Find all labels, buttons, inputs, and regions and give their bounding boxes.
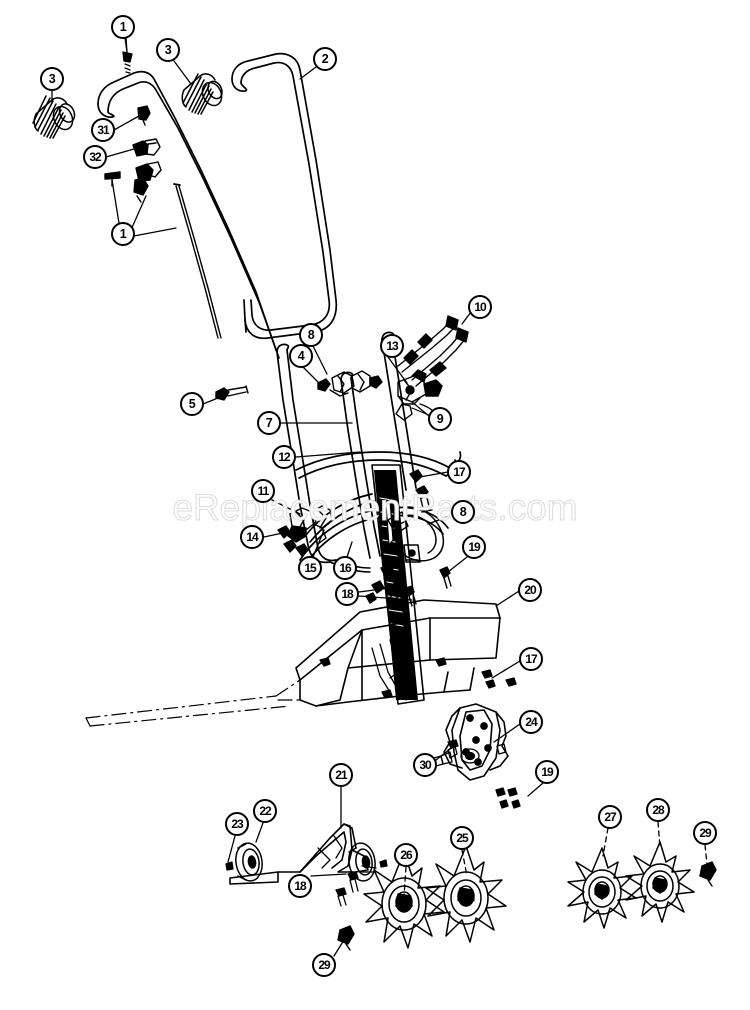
callout-label: 32 — [89, 150, 101, 164]
callout-label: 17 — [525, 652, 537, 666]
callout-7[interactable]: 7 — [257, 411, 281, 435]
callout-label: 3 — [164, 42, 172, 57]
callout-29[interactable]: 29 — [312, 953, 336, 977]
callout-label: 19 — [468, 540, 480, 554]
callout-9[interactable]: 9 — [428, 407, 452, 431]
callout-15[interactable]: 15 — [298, 556, 322, 580]
callout-23[interactable]: 23 — [225, 812, 249, 836]
callout-17[interactable]: 17 — [447, 460, 471, 484]
callout-29[interactable]: 29 — [693, 821, 717, 845]
callout-label: 16 — [339, 561, 351, 575]
callout-10[interactable]: 10 — [468, 295, 492, 319]
callout-31[interactable]: 31 — [91, 118, 115, 142]
callout-label: 21 — [335, 768, 347, 782]
callout-label: 10 — [474, 300, 486, 314]
callout-17[interactable]: 17 — [519, 647, 543, 671]
callout-16[interactable]: 16 — [333, 556, 357, 580]
callout-32[interactable]: 32 — [83, 145, 107, 169]
callout-label: 31 — [97, 123, 109, 137]
callout-28[interactable]: 28 — [646, 798, 670, 822]
callout-label: 18 — [341, 587, 353, 601]
callout-label: 25 — [456, 831, 468, 845]
callout-label: 30 — [419, 758, 431, 772]
callout-13[interactable]: 13 — [380, 334, 404, 358]
callout-20[interactable]: 20 — [518, 578, 542, 602]
callout-label: 12 — [278, 450, 290, 464]
callout-label: 2 — [321, 51, 329, 66]
callout-24[interactable]: 24 — [519, 710, 543, 734]
callout-label: 4 — [297, 348, 305, 363]
callout-label: 18 — [294, 879, 306, 893]
callout-label: 24 — [525, 715, 537, 729]
callout-14[interactable]: 14 — [240, 525, 264, 549]
callout-4[interactable]: 4 — [289, 344, 313, 368]
callout-label: 29 — [699, 826, 711, 840]
callout-label: 13 — [386, 339, 398, 353]
callout-label: 15 — [304, 561, 316, 575]
callout-18[interactable]: 18 — [288, 874, 312, 898]
callout-label: 14 — [246, 530, 258, 544]
callout-21[interactable]: 21 — [329, 763, 353, 787]
callout-label: 8 — [459, 504, 467, 519]
callout-1[interactable]: 1 — [111, 15, 135, 39]
callout-1[interactable]: 1 — [111, 222, 135, 246]
callout-8[interactable]: 8 — [451, 500, 475, 524]
callout-label: 1 — [119, 19, 127, 34]
callout-label: 29 — [318, 958, 330, 972]
callout-5[interactable]: 5 — [180, 392, 204, 416]
callout-label: 22 — [259, 804, 271, 818]
callout-label: 8 — [307, 327, 315, 342]
callout-19[interactable]: 19 — [462, 535, 486, 559]
callout-label: 27 — [604, 810, 616, 824]
callout-30[interactable]: 30 — [413, 753, 437, 777]
callout-label: 7 — [265, 415, 273, 430]
callout-3[interactable]: 3 — [40, 67, 64, 91]
callout-22[interactable]: 22 — [253, 799, 277, 823]
callout-label: 23 — [231, 817, 243, 831]
callout-label: 1 — [119, 226, 127, 241]
callout-8[interactable]: 8 — [299, 323, 323, 347]
callout-label: 11 — [257, 484, 270, 498]
callout-27[interactable]: 27 — [598, 805, 622, 829]
callout-11[interactable]: 11 — [251, 479, 275, 503]
callout-label: 19 — [541, 765, 553, 779]
callout-2[interactable]: 2 — [313, 47, 337, 71]
callout-label: 3 — [48, 71, 56, 86]
callout-3[interactable]: 3 — [156, 38, 180, 62]
callout-18[interactable]: 18 — [335, 582, 359, 606]
callout-19[interactable]: 19 — [535, 760, 559, 784]
callout-label: 9 — [436, 411, 444, 426]
callout-label: 5 — [188, 396, 196, 411]
callout-12[interactable]: 12 — [272, 445, 296, 469]
callout-26[interactable]: 26 — [394, 843, 418, 867]
callout-25[interactable]: 25 — [450, 826, 474, 850]
callout-label: 26 — [400, 848, 412, 862]
callout-label: 17 — [453, 465, 465, 479]
callout-label: 28 — [652, 803, 664, 817]
callout-label: 20 — [524, 583, 536, 597]
